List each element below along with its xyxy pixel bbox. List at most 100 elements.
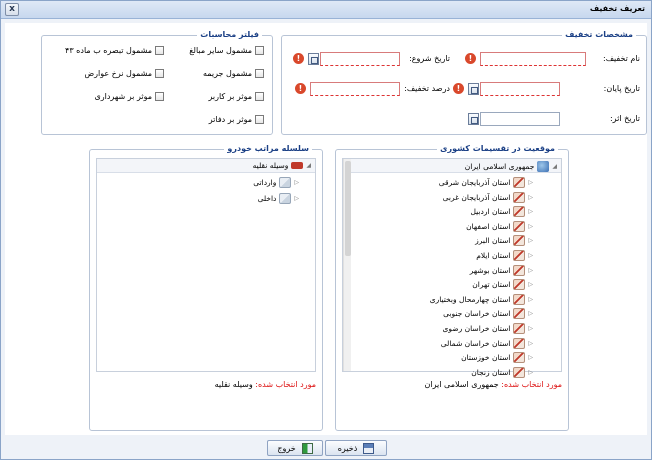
province-node[interactable]: ▷ استان خراسان رضوی bbox=[442, 323, 533, 334]
province-flag-icon bbox=[513, 337, 526, 349]
affects-municipality-checkbox[interactable]: موثر بر شهرداری bbox=[95, 92, 164, 101]
expand-arrow-icon[interactable]: ▷ bbox=[528, 208, 533, 216]
province-node[interactable]: ▷ استان بوشهر bbox=[469, 264, 533, 276]
start-date-required-icon: ! bbox=[293, 53, 304, 64]
province-node[interactable]: ▷ استان آذربایجان شرقی bbox=[439, 177, 533, 188]
province-node[interactable]: ▷استان تهران bbox=[472, 279, 533, 291]
location-tree: ◢ جمهوری اسلامی ایران ▷ استان آذربایجان ش… bbox=[342, 158, 562, 378]
vehicle-tree-header bbox=[97, 159, 315, 173]
checkbox-box[interactable] bbox=[255, 69, 264, 78]
vehicle-category-icon bbox=[279, 177, 292, 188]
expand-arrow-icon[interactable]: ▷ bbox=[528, 222, 533, 230]
vehicle-legend: سلسله مراتب خودرو bbox=[224, 144, 312, 153]
checkbox-box[interactable] bbox=[255, 46, 264, 55]
start-date-input[interactable] bbox=[320, 52, 400, 66]
include-other-amounts-checkbox[interactable]: مشمول سایر مبالغ bbox=[189, 46, 264, 55]
expand-arrow-icon[interactable]: ▷ bbox=[528, 266, 533, 274]
start-date-calendar-icon[interactable] bbox=[308, 53, 319, 65]
province-node[interactable]: ▷ استان البرز bbox=[475, 235, 533, 247]
discount-percent-input[interactable] bbox=[310, 82, 400, 96]
expand-arrow-icon[interactable]: ▷ bbox=[528, 281, 533, 289]
expand-arrow-icon[interactable]: ▷ bbox=[528, 354, 533, 362]
close-icon[interactable]: x bbox=[5, 3, 19, 16]
province-node[interactable]: ▷ استان اردبیل bbox=[470, 206, 533, 218]
province-flag-icon bbox=[513, 264, 526, 276]
province-label: استان خوزستان bbox=[461, 353, 511, 363]
end-date-calendar-icon[interactable] bbox=[468, 83, 479, 95]
expand-arrow-icon[interactable]: ▷ bbox=[528, 252, 533, 259]
discount-name-label: نام تخفیف: bbox=[603, 54, 640, 63]
vehicle-node-imported[interactable]: ▷ وارداتی bbox=[253, 177, 299, 188]
vehicle-root-node[interactable]: ◢ وسیله نقلیه bbox=[252, 161, 311, 170]
expand-arrow-icon[interactable]: ▷ bbox=[528, 325, 533, 332]
province-flag-icon bbox=[513, 191, 526, 203]
end-date-input[interactable] bbox=[480, 82, 560, 96]
include-note-b-checkbox[interactable]: مشمول تبصره ب ماده ۴۳ bbox=[65, 46, 164, 55]
province-label: استان خراسان رضوی bbox=[442, 324, 511, 333]
checkbox-box[interactable] bbox=[255, 92, 264, 101]
expand-arrow-icon[interactable]: ▷ bbox=[528, 339, 533, 347]
expand-arrow-icon[interactable]: ▷ bbox=[528, 193, 533, 201]
province-flag-icon bbox=[513, 206, 526, 218]
province-flag-icon bbox=[513, 177, 526, 188]
car-icon bbox=[291, 162, 304, 169]
province-flag-icon bbox=[513, 235, 526, 247]
province-label: استان البرز bbox=[475, 236, 511, 246]
expand-arrow-icon[interactable]: ▷ bbox=[528, 368, 533, 376]
collapse-arrow-icon[interactable]: ◢ bbox=[306, 162, 311, 169]
checkbox-box[interactable] bbox=[155, 92, 164, 101]
expand-arrow-icon[interactable]: ▷ bbox=[294, 195, 299, 202]
collapse-arrow-icon[interactable]: ◢ bbox=[552, 163, 557, 170]
include-penalty-checkbox[interactable]: مشمول جریمه bbox=[203, 69, 264, 78]
vehicle-node-domestic[interactable]: ▷ داخلی bbox=[257, 193, 299, 204]
percent-required-icon: ! bbox=[295, 83, 306, 94]
province-node[interactable]: ▷ استان زنجان bbox=[471, 366, 533, 378]
province-node[interactable]: ▷استان ایلام bbox=[476, 250, 533, 261]
province-node[interactable]: ▷استان چهارمحال وبختیاری bbox=[430, 293, 533, 305]
effect-date-input[interactable] bbox=[480, 112, 560, 126]
province-label: استان خراسان شمالی bbox=[440, 338, 511, 348]
discount-spec-legend: مشخصات تخفیف bbox=[562, 30, 636, 39]
affects-offices-checkbox[interactable]: موثر بر دفاتر bbox=[209, 115, 264, 124]
checkbox-box[interactable] bbox=[155, 46, 164, 55]
include-toll-rate-checkbox[interactable]: مشمول نرخ عوارض bbox=[84, 69, 164, 78]
expand-arrow-icon[interactable]: ▷ bbox=[528, 310, 533, 318]
expand-arrow-icon[interactable]: ▷ bbox=[294, 179, 299, 186]
province-label: استان آذربایجان شرقی bbox=[438, 178, 511, 187]
location-tree-header bbox=[343, 159, 561, 173]
title-bar: تعریف تخفیف x bbox=[1, 1, 651, 19]
dialog-content: مشخصات تخفیف نام تخفیف: ! تاریخ شروع: ! … bbox=[5, 23, 647, 435]
province-flag-icon bbox=[513, 279, 526, 291]
province-node[interactable]: ▷ استان اصفهان bbox=[466, 220, 533, 232]
calc-filter-legend: فیلتر محاسبات bbox=[197, 30, 262, 39]
province-node[interactable]: ▷ استان خراسان جنوبی bbox=[443, 308, 533, 320]
province-flag-icon bbox=[513, 366, 526, 378]
window-title: تعریف تخفیف bbox=[589, 4, 645, 13]
expand-arrow-icon[interactable]: ▷ bbox=[528, 237, 533, 245]
province-node[interactable]: ▷استان آذربایجان غربی bbox=[443, 191, 533, 203]
province-label: استان اصفهان bbox=[466, 221, 511, 231]
province-node[interactable]: ▷ استان خراسان شمالی bbox=[440, 337, 533, 349]
province-label: استان اردبیل bbox=[470, 207, 511, 217]
name-required-icon: ! bbox=[465, 53, 476, 64]
effect-date-calendar-icon[interactable] bbox=[468, 113, 479, 125]
province-label: استان خراسان جنوبی bbox=[443, 309, 511, 319]
save-button[interactable]: ذخیره bbox=[325, 440, 387, 456]
save-disk-icon bbox=[363, 442, 375, 454]
province-node[interactable]: ▷ استان خوزستان bbox=[461, 352, 533, 364]
province-label: استان بوشهر bbox=[469, 265, 511, 275]
province-flag-icon bbox=[513, 308, 526, 320]
location-root-node[interactable]: ◢ جمهوری اسلامی ایران bbox=[464, 161, 557, 172]
affects-user-checkbox[interactable]: موثر بر کاربر bbox=[208, 92, 264, 101]
exit-button[interactable]: خروج bbox=[267, 440, 323, 456]
location-scrollbar[interactable] bbox=[343, 159, 351, 371]
checkbox-box[interactable] bbox=[155, 69, 164, 78]
discount-name-input[interactable] bbox=[480, 52, 586, 66]
province-flag-icon bbox=[513, 293, 526, 305]
discount-percent-label: درصد تخفیف: bbox=[404, 84, 450, 93]
expand-arrow-icon[interactable]: ▷ bbox=[528, 179, 533, 186]
checkbox-box[interactable] bbox=[255, 115, 264, 124]
province-label: استان زنجان bbox=[471, 367, 511, 377]
expand-arrow-icon[interactable]: ▷ bbox=[528, 295, 533, 303]
location-scroll-thumb[interactable] bbox=[345, 161, 351, 256]
